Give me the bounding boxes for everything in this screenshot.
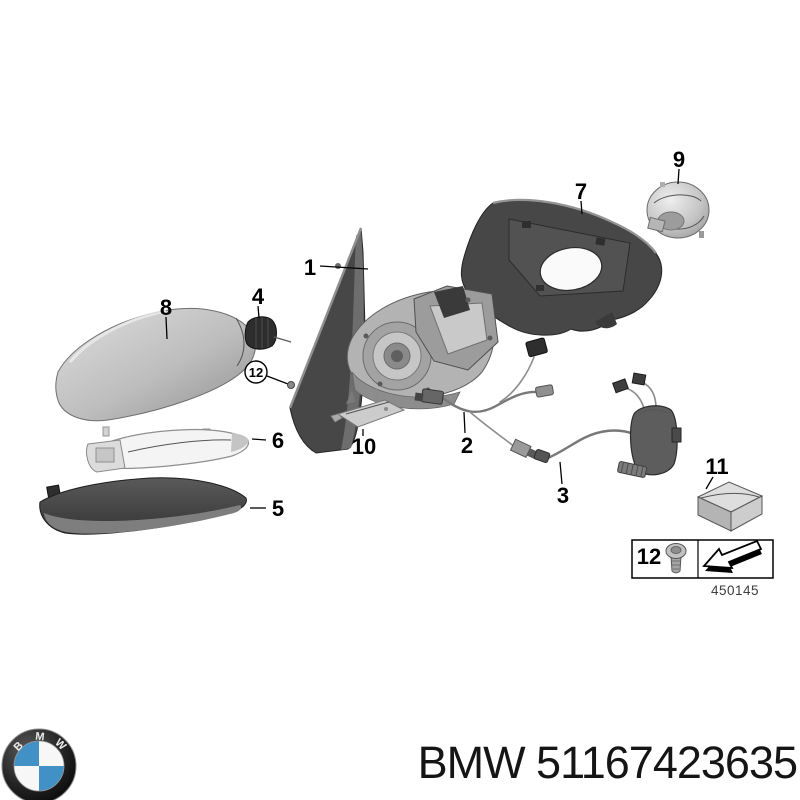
part-8-housing-upper-cover xyxy=(55,307,257,422)
callout-4: 4 xyxy=(252,284,265,319)
callout-6: 6 xyxy=(251,428,284,453)
callout-10: 10 xyxy=(352,429,376,459)
callout-3: 3 xyxy=(557,461,569,508)
part-11-parts-box xyxy=(696,481,764,532)
screw-target xyxy=(287,381,295,389)
callout-9: 9 xyxy=(673,147,685,185)
callout-5-number: 5 xyxy=(272,496,284,521)
mirror-actuator-assembly xyxy=(346,285,499,410)
screw-icon xyxy=(665,543,687,574)
callout-1-number: 1 xyxy=(304,255,316,280)
roundel-quadrant-blue-tl xyxy=(14,741,39,766)
callout-11-number: 11 xyxy=(705,454,728,479)
install-direction-arrow-icon xyxy=(702,539,763,573)
callout-2-number: 2 xyxy=(461,433,473,458)
callout-5: 5 xyxy=(250,496,284,521)
callout-6-number: 6 xyxy=(272,428,284,453)
legend-diagram-code: 450145 xyxy=(711,583,759,598)
part-10-cover-plate xyxy=(330,388,406,428)
part-number-text: BMW 51167423635 xyxy=(418,737,797,788)
part-2-wiring-harness xyxy=(414,337,554,460)
callout-8-number: 8 xyxy=(160,295,172,320)
callout-7: 7 xyxy=(575,179,587,215)
part-4-cap-piece xyxy=(244,316,292,350)
logo-letter-m: M xyxy=(35,731,45,744)
legend-box: 12 xyxy=(631,539,774,579)
callout-4-number: 4 xyxy=(252,284,265,309)
callout-2: 2 xyxy=(461,411,473,458)
part-6-turn-signal-lamp xyxy=(85,426,250,473)
part-5-housing-lower-trim xyxy=(39,477,247,535)
callout-7-number: 7 xyxy=(575,179,587,204)
callout-8: 8 xyxy=(160,295,172,340)
callout-12-circled: 12 xyxy=(244,360,295,389)
callout-9-number: 9 xyxy=(673,147,685,172)
legend-item-number: 12 xyxy=(637,544,661,569)
callout-10-number: 10 xyxy=(352,434,376,459)
callout-11: 11 xyxy=(705,454,729,490)
callout-12-number: 12 xyxy=(249,365,263,380)
roundel-quadrant-blue-br xyxy=(39,766,64,791)
part-9-mirror-glass xyxy=(646,181,710,239)
callout-1: 1 xyxy=(304,255,369,280)
part-7-mirror-housing-frame xyxy=(458,198,663,336)
callout-3-number: 3 xyxy=(557,483,569,508)
callout-12-circle xyxy=(244,360,268,384)
bmw-roundel-logo: B M W xyxy=(1,728,77,800)
part-3-wiring-harness-module xyxy=(533,372,682,478)
